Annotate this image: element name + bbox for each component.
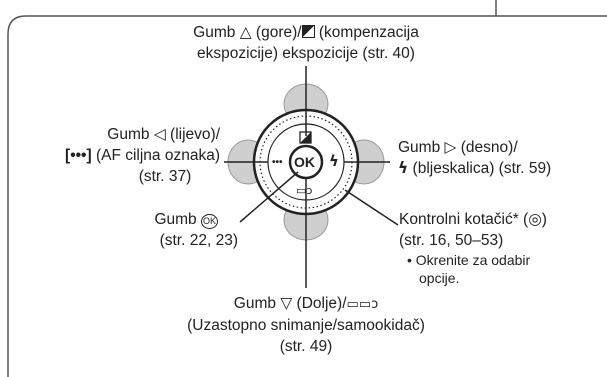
right-triangle-icon: ▷ xyxy=(444,138,457,156)
callout-left-button: Gumb ◁ (lijevo)/ [•••] (AF ciljna oznaka… xyxy=(65,125,220,185)
callout-ok-button: Gumb OK (str. 22, 23) xyxy=(154,211,238,249)
dial-sequential-label: ▭ↄ xyxy=(296,184,313,197)
sequential-self-timer-icon: ▭▭ↄ xyxy=(346,297,379,312)
text-gumb: Gumb xyxy=(193,24,236,41)
af-target-icon: [•••] xyxy=(65,147,92,164)
dial-flash-label: ϟ xyxy=(329,152,339,170)
callout-down-button: Gumb ▽ (Dolje)/▭▭ↄ (Uzastopno snimanje/s… xyxy=(187,294,425,355)
dial-ok-label: OK xyxy=(294,154,315,170)
ok-icon: OK xyxy=(201,214,218,229)
left-triangle-icon: ◁ xyxy=(153,125,166,143)
flash-icon: ϟ xyxy=(398,159,409,177)
callout-up-button: Gumb △ (gore)/ (kompenzacija ekspozicije… xyxy=(193,23,419,62)
exposure-compensation-icon xyxy=(301,25,315,38)
down-triangle-icon: ▽ xyxy=(280,294,293,312)
control-dial-icon: ◎ xyxy=(528,210,542,228)
dial-af-target-label: ••• xyxy=(272,157,283,168)
frame-border xyxy=(7,15,607,377)
callout-control-dial: Kontrolni kotačić* (◎) (str. 16, 50–53) … xyxy=(399,210,547,286)
leader-ok xyxy=(239,171,299,223)
leader-dial xyxy=(344,189,399,226)
callout-right-button: Gumb ▷ (desno)/ ϟ (bljeskalica) (str. 59… xyxy=(398,138,552,177)
up-triangle-icon: △ xyxy=(239,23,252,41)
bullet: • xyxy=(407,252,412,268)
